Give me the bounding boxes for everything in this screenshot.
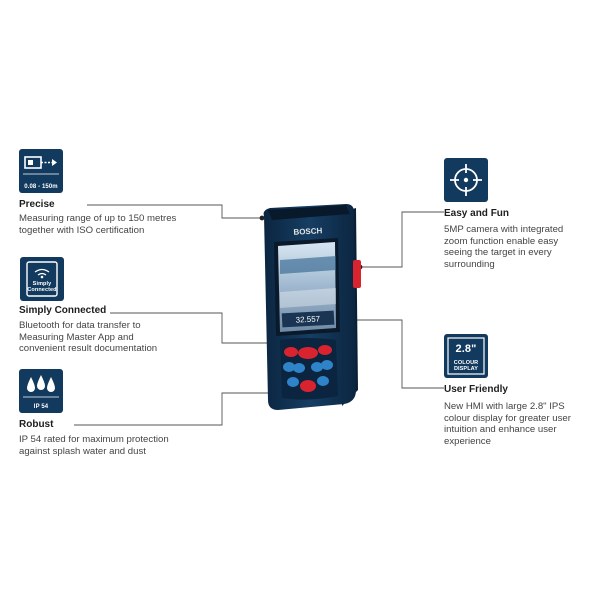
screen-size-icon: 2.8" COLOUR DISPLAY bbox=[444, 334, 488, 378]
range-icon-caption: 0.08 - 150m bbox=[24, 184, 58, 190]
friendly-description: New HMI with large 2.8" IPS colour displ… bbox=[444, 401, 571, 447]
bluetooth-icon-caption: Simply Connected bbox=[27, 281, 57, 293]
laser-measure-device: BOSCH 32.557 bbox=[263, 204, 361, 410]
range-icon: 0.08 - 150m bbox=[19, 149, 63, 193]
screen-size-icon-value: 2.8" bbox=[455, 343, 477, 355]
robust-title: Robust bbox=[19, 419, 54, 430]
connected-title: Simply Connected bbox=[19, 305, 107, 316]
crosshair-target-icon bbox=[444, 158, 488, 202]
friendly-title: User Friendly bbox=[444, 384, 508, 395]
connected-description: Bluetooth for data transfer to Measuring… bbox=[19, 320, 158, 355]
easy-title: Easy and Fun bbox=[444, 208, 510, 219]
easy-description: 5MP camera with integrated zoom function… bbox=[444, 224, 564, 270]
water-drops-icon: IP 54 bbox=[19, 369, 63, 413]
screen-size-icon-caption: COLOUR DISPLAY bbox=[453, 360, 479, 372]
device-side-button bbox=[353, 260, 361, 288]
precise-title: Precise bbox=[19, 199, 55, 210]
robust-description: IP 54 rated for maximum protection again… bbox=[19, 434, 169, 457]
device-key-top bbox=[298, 347, 318, 359]
device-screen-reading: 32.557 bbox=[295, 314, 320, 324]
device-brand: BOSCH bbox=[293, 226, 323, 237]
bluetooth-connected-icon: Simply Connected bbox=[20, 257, 64, 301]
water-drops-icon-caption: IP 54 bbox=[33, 404, 49, 410]
precise-description: Measuring range of up to 150 metres toge… bbox=[19, 213, 177, 236]
device-key-bottom bbox=[300, 380, 316, 392]
